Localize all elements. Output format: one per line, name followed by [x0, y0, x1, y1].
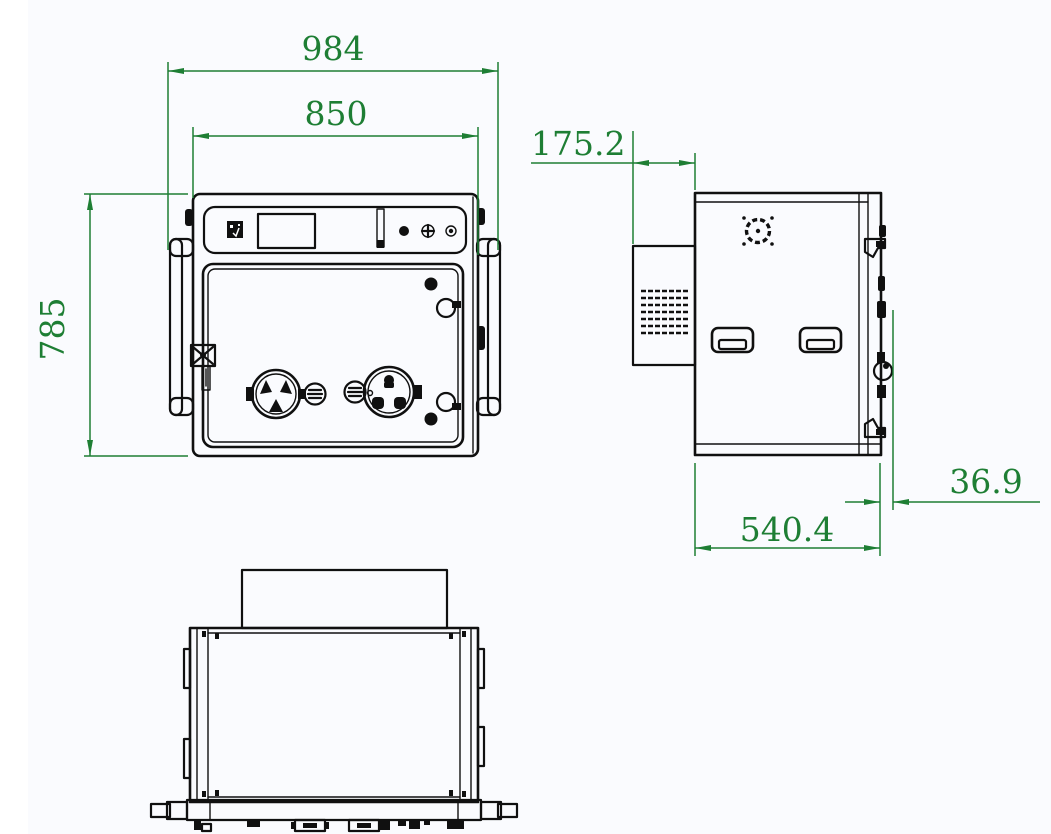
dim-label-front-overall-width: 984 [302, 29, 365, 68]
side-bumps [182, 647, 486, 780]
dimension-front-body-width: 850 [192, 94, 479, 255]
bottom-rails [196, 627, 472, 803]
recessed-handle-right [798, 326, 843, 354]
power-socket-left [246, 368, 306, 420]
power-socket-right [362, 365, 422, 419]
door-screw-top [424, 277, 438, 291]
underside-connectors [194, 818, 464, 833]
dimension-front-height: 785 [33, 193, 188, 457]
front-edge-strip [149, 798, 519, 822]
hinge-bump-right-mid [477, 326, 485, 350]
dim-label-door-protrusion: 36.9 [949, 462, 1022, 501]
recessed-handle-left [710, 326, 755, 354]
hinge-bump-right-top [477, 208, 485, 225]
corner-screws [202, 631, 466, 797]
dim-label-front-body-width: 850 [305, 94, 368, 133]
side-lock-icon [872, 352, 894, 398]
dimension-body-depth: 540.4 [694, 463, 881, 556]
dimension-rear-duct-depth: 175.2 [531, 124, 696, 244]
side-view [631, 191, 894, 457]
dimension-front-overall-width: 984 [167, 29, 499, 250]
brand-logo [227, 221, 243, 238]
dim-label-rear-duct-depth: 175.2 [531, 124, 625, 163]
dim-label-body-depth: 540.4 [740, 510, 834, 549]
hinge-bump-left [185, 209, 193, 226]
door-lock-icon [189, 343, 217, 391]
door-screw-bottom [424, 412, 438, 426]
rear-duct [631, 244, 697, 367]
door-edge-details [863, 225, 894, 439]
panel-slot [376, 208, 385, 248]
strip-handle-right [479, 800, 519, 821]
front-view [168, 192, 502, 458]
panel-button-3 [445, 225, 457, 237]
key-icon [201, 365, 211, 391]
socket-cap-left [303, 382, 327, 406]
side-handle-right [475, 237, 502, 417]
fan-icon [742, 216, 774, 246]
strip-handle-left [149, 800, 189, 821]
dimension-door-protrusion: 36.9 [845, 310, 1040, 510]
dimensions: 984 850 785 175.2 [33, 29, 1040, 556]
bottom-view [149, 568, 519, 833]
socket-cap-right [343, 380, 374, 404]
panel-button-1 [399, 226, 409, 236]
front-door [189, 262, 465, 449]
side-handle-left [168, 237, 195, 417]
control-panel [202, 205, 468, 255]
door-latch-top [435, 297, 461, 319]
display-screen [256, 212, 317, 250]
bottom-body [188, 626, 480, 804]
panel-button-2 [420, 223, 436, 239]
dim-label-front-height: 785 [33, 298, 72, 361]
door-latch-bottom [435, 391, 461, 413]
louver-vent [641, 289, 689, 335]
front-cabinet [185, 192, 485, 458]
